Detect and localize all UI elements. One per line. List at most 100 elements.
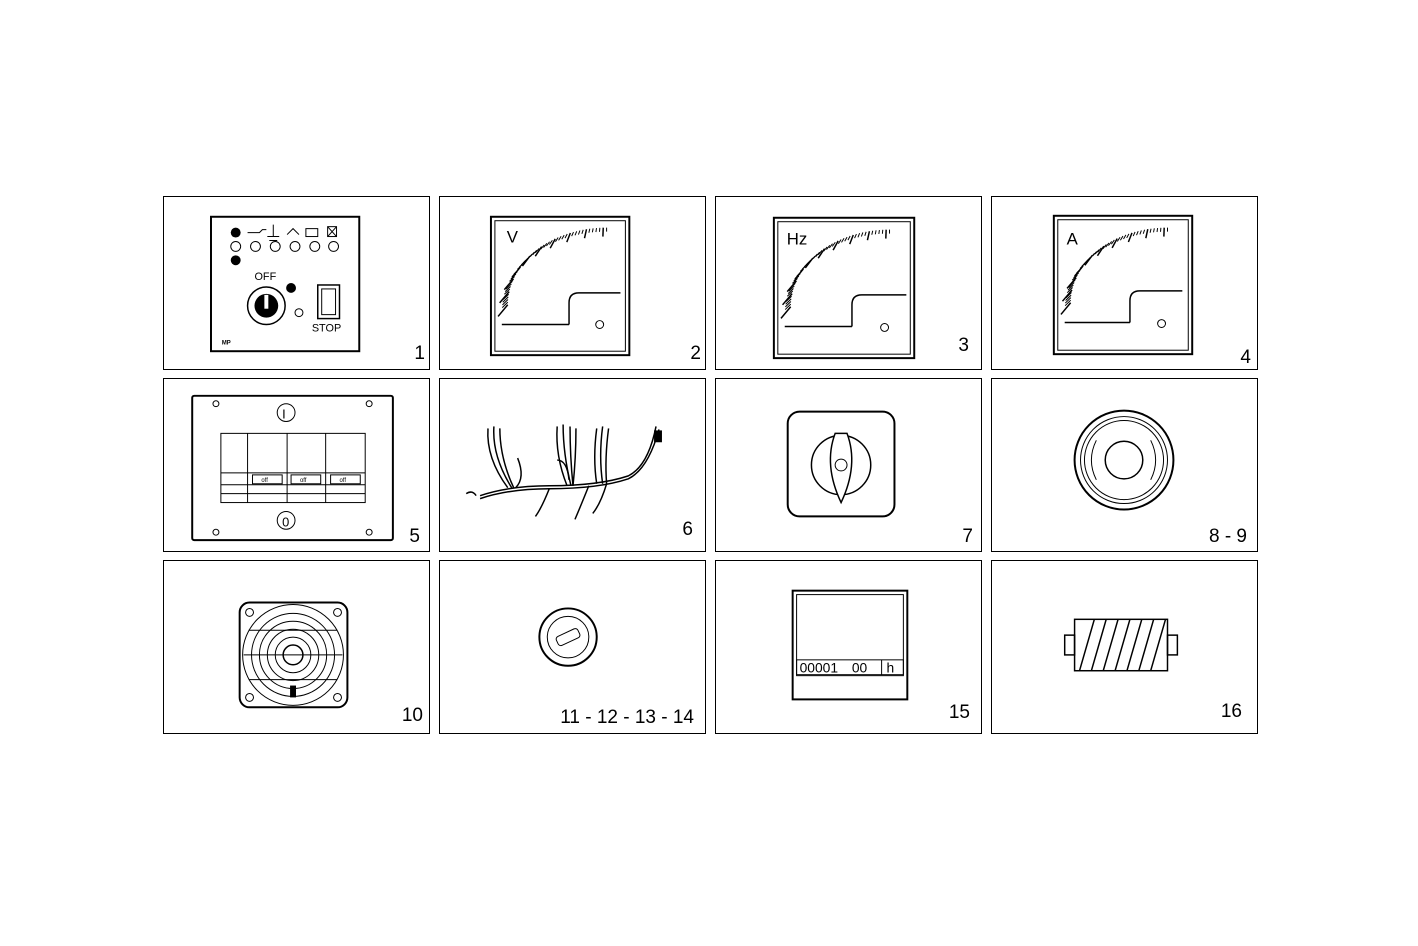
scale-tick — [505, 283, 512, 290]
scale-tick — [831, 241, 836, 247]
unit-label: V — [507, 227, 519, 246]
led-filled-icon — [230, 255, 241, 266]
unit-label: Hz — [787, 229, 808, 248]
scale-tick — [588, 228, 591, 233]
scale-tick — [785, 301, 792, 308]
resistor-drawing — [1063, 618, 1179, 672]
scale-tick — [849, 234, 854, 245]
wiring-harness-drawing — [465, 424, 662, 520]
svg-text:off: off — [261, 478, 268, 484]
scale-tick — [1071, 274, 1078, 281]
scale-tick — [860, 232, 864, 237]
panel-number: 16 — [1220, 701, 1242, 722]
panel-number: 8 - 9 — [1208, 526, 1247, 547]
voltmeter-drawing: V — [489, 215, 631, 357]
scale-tick — [812, 253, 818, 259]
scale-tick — [534, 246, 543, 257]
scale-tick — [561, 234, 565, 240]
scale-tick — [566, 232, 572, 243]
off-symbol-icon — [276, 510, 296, 530]
scale-tick — [1060, 302, 1072, 315]
stop-label: STOP — [312, 322, 341, 334]
panel-number: 4 — [1240, 347, 1251, 368]
scale-tick — [504, 288, 511, 295]
scale-tick — [555, 237, 559, 242]
panel-15-hour-counter: 00001 00 h 15 — [715, 560, 982, 734]
scale-tick — [1127, 232, 1133, 243]
scale-tick — [1102, 244, 1107, 250]
scale-tick — [509, 276, 515, 282]
stop-button-icon — [317, 284, 341, 320]
on-symbol-icon — [276, 403, 296, 422]
scale-tick — [543, 243, 548, 248]
scale-tick — [1068, 282, 1075, 288]
connector-icon — [654, 430, 662, 443]
scale-tick — [844, 236, 848, 242]
scale-tick — [558, 236, 562, 241]
scale-tick — [504, 286, 511, 293]
scale-tick — [878, 229, 880, 235]
meter-scale — [497, 227, 608, 317]
scale-tick — [1153, 228, 1155, 233]
scale-tick — [1067, 284, 1074, 291]
scale-tick — [499, 291, 510, 304]
scale-tick — [564, 233, 568, 239]
scale-tick — [1061, 289, 1073, 302]
battery-icon — [305, 228, 319, 238]
scale-tick — [1066, 287, 1073, 294]
counter-unit: h — [887, 660, 895, 676]
scale-tick — [1123, 234, 1127, 240]
scale-tick — [1111, 238, 1118, 249]
scale-tick — [1126, 233, 1130, 239]
scale-tick — [591, 228, 594, 233]
scale-tick — [1064, 297, 1072, 304]
scale-tick — [871, 230, 874, 235]
key-switch-icon — [246, 286, 286, 326]
svg-text:off: off — [300, 478, 307, 484]
scale-tick — [866, 231, 871, 241]
panel-10-fan: 10 — [163, 560, 430, 734]
scale-tick — [1142, 229, 1146, 234]
scale-tick — [832, 240, 839, 251]
control-panel-drawing: OFF STOP MP — [210, 215, 361, 353]
scale-tick — [1132, 231, 1136, 237]
panel-6-wiring-harness: 6 — [439, 378, 706, 552]
panel-number: 10 — [401, 705, 423, 726]
hour-counter-drawing: 00001 00 h — [791, 589, 909, 701]
svg-text:off: off — [340, 478, 347, 484]
scale-tick — [792, 278, 798, 284]
scale-tick — [1065, 294, 1072, 301]
scale-tick — [786, 280, 797, 293]
ammeter-drawing: A — [1052, 214, 1194, 356]
scale-tick — [1092, 251, 1098, 257]
panel-1-control-panel: OFF STOP MP 1 — [163, 196, 430, 370]
scale-tick — [826, 244, 831, 250]
panel-number: 15 — [948, 702, 970, 723]
scale-tick — [581, 229, 584, 234]
meter-scale — [1060, 227, 1168, 315]
panel-2-voltmeter: V 2 — [439, 196, 706, 370]
scale-tick — [817, 250, 823, 256]
scale-tick — [780, 306, 792, 319]
scale-tick — [497, 304, 509, 317]
scale-tick — [549, 238, 556, 249]
scale-tick — [595, 227, 597, 233]
scale-tick — [529, 251, 535, 257]
scale-tick — [1094, 249, 1100, 255]
selector-switch-drawing — [786, 410, 896, 518]
scale-tick — [502, 299, 509, 306]
scale-tick — [784, 303, 792, 310]
panel-number: 3 — [958, 335, 969, 356]
panel-number: 7 — [962, 526, 973, 547]
scale-tick — [785, 298, 792, 305]
start-icon — [294, 308, 304, 318]
fan-drawing — [238, 601, 349, 709]
mp-label: MP — [222, 340, 231, 346]
scale-tick — [854, 233, 857, 239]
panel-4-ammeter: A 4 — [991, 196, 1258, 370]
scale-tick — [502, 296, 509, 303]
panel-number: 6 — [682, 519, 693, 540]
scale-tick — [828, 243, 833, 249]
panel-number: 5 — [409, 526, 420, 547]
scale-tick — [1119, 235, 1124, 241]
